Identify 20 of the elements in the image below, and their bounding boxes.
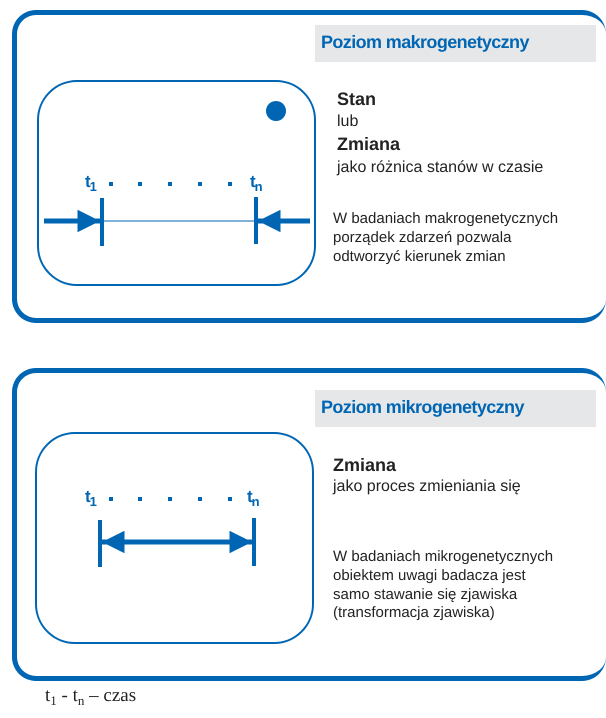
time-label: t$_{n}$: [250, 172, 262, 194]
level-panel: [12, 368, 606, 681]
level-heading: Poziom makrogenetyczny: [321, 32, 529, 53]
body-text: lub: [337, 113, 358, 131]
scene-frame: [35, 432, 314, 644]
body-text: jako proces zmieniania się: [333, 478, 521, 496]
heading-band: [315, 25, 596, 62]
time-legend-note: t$_{1}$ - t$_{n}$ – czas: [45, 685, 136, 709]
time-label: t$_{n}$: [247, 487, 259, 509]
heading-band: [315, 390, 596, 427]
level-panel: [12, 10, 606, 323]
description-text: W badaniach mikrogenetycznych obiektem uwagi badacza jest samo stawanie się zjawiska (transformacja zjawiska): [333, 548, 554, 623]
term-heading: Stan: [337, 89, 376, 110]
time-label: t$_{1}$: [85, 172, 96, 194]
description-text: W badaniach makrogenetycznych porządek zdarzeń pozwala odtworzyć kierunek zmian: [333, 210, 560, 266]
time-label: t$_{1}$: [85, 487, 96, 509]
term-heading: Zmiana: [333, 455, 396, 476]
term-heading: Zmiana: [337, 134, 400, 155]
level-heading: Poziom mikrogenetyczny: [321, 397, 524, 418]
body-text: jako różnica stanów w czasie: [337, 159, 544, 177]
